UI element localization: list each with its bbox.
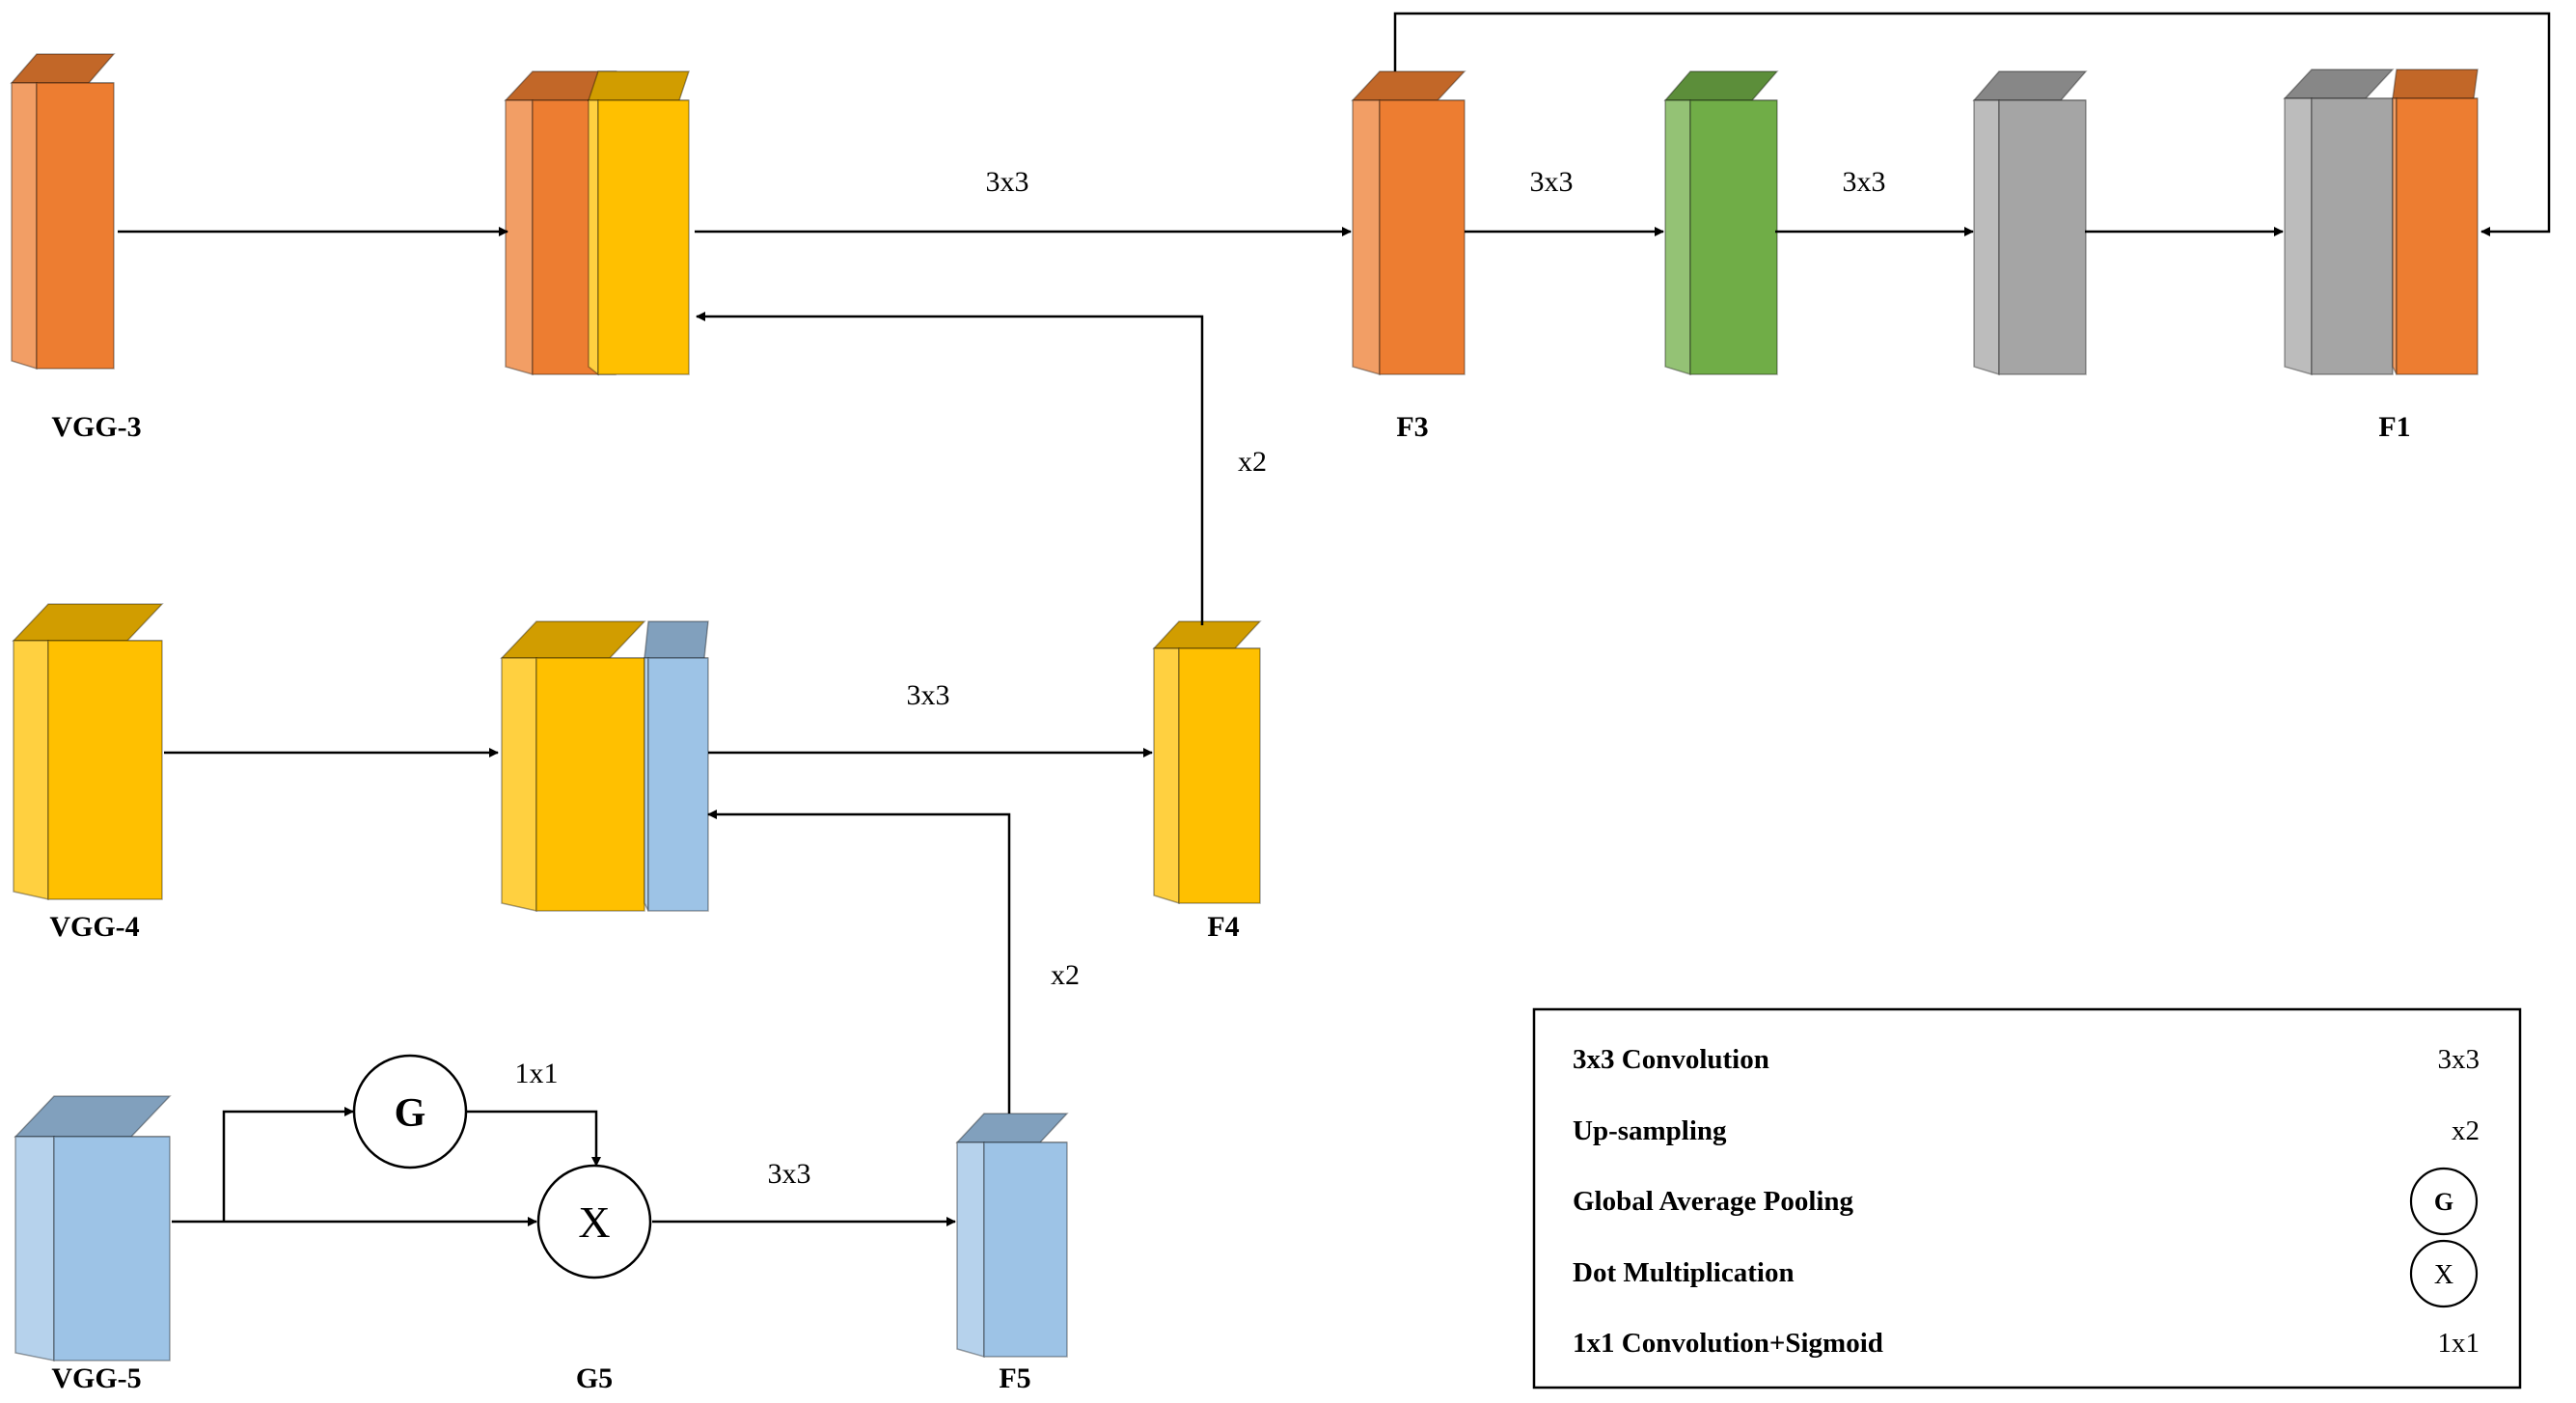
legend-item-upsampling: Up-sampling x2 (1573, 1115, 2480, 1146)
block-f4-side (1153, 647, 1180, 905)
block-vgg4-front (47, 640, 163, 900)
op-conv-mid: 3x3 (907, 679, 950, 711)
block-f3-front (1379, 99, 1466, 375)
block-gray-top (1972, 70, 2088, 101)
block-green-front (1689, 99, 1778, 375)
legend-label: Global Average Pooling (1573, 1186, 1854, 1217)
arrow-upsample-f5-to-concat4 (707, 810, 1011, 1114)
block-f5-side (956, 1142, 985, 1358)
legend-symbol-gap: G (2434, 1188, 2453, 1216)
block-green-side (1664, 99, 1691, 376)
block-concat4-yellow-top (500, 620, 646, 659)
legend-item-conv1x1: 1x1 Convolution+Sigmoid 1x1 (1573, 1328, 2480, 1359)
block-vgg4-side (13, 640, 49, 900)
legend-label: Dot Multiplication (1573, 1257, 1795, 1288)
legend-mul-icon (2409, 1239, 2479, 1308)
legend-label: Up-sampling (1573, 1115, 1727, 1146)
arrow-gap-to-mul (467, 1110, 601, 1167)
block-vgg5-side (14, 1136, 55, 1362)
block-f4-front (1178, 647, 1261, 904)
block-vgg3-front (36, 82, 115, 370)
block-concat4-blue-front (647, 657, 709, 912)
block-f3-top (1351, 70, 1466, 101)
gap-circle (352, 1054, 468, 1169)
block-vgg3-side (11, 82, 38, 371)
legend-item-gap: Global Average Pooling G (1573, 1167, 2479, 1236)
block-f5-top (955, 1113, 1069, 1143)
arrow-upsample-f4-to-concat3 (696, 312, 1204, 625)
op-conv-top-main: 3x3 (986, 166, 1029, 198)
block-gray-side (1973, 99, 2000, 376)
block-concat4-blue-top (644, 620, 709, 659)
legend-label: 3x3 Convolution (1573, 1044, 1769, 1075)
op-conv-f3-green: 3x3 (1530, 166, 1574, 198)
label-vgg5: VGG-5 (51, 1362, 141, 1394)
block-concat3-yellow-side (588, 99, 599, 376)
label-g5: G5 (576, 1362, 613, 1394)
legend-symbol-mul: X (2434, 1260, 2453, 1290)
feature-blocks (10, 53, 2479, 1362)
block-gray-front (1998, 99, 2087, 375)
block-concat3-yellow-top (587, 70, 691, 101)
block-concat3-orange-side (505, 99, 534, 375)
block-concat3-yellow-front (597, 99, 690, 375)
block-f1-orange-front (2396, 97, 2479, 375)
label-vgg3: VGG-3 (51, 411, 141, 443)
block-vgg5-front (53, 1136, 171, 1362)
label-f3: F3 (1396, 411, 1428, 443)
legend-item-dot-multiplication: Dot Multiplication X (1573, 1239, 2479, 1308)
mul-circle (536, 1164, 652, 1279)
legend-label: 1x1 Convolution+Sigmoid (1573, 1328, 1883, 1359)
arrow-vgg5-to-gap (222, 1107, 354, 1222)
gap-node: G (352, 1054, 468, 1169)
operation-labels: 3x3 3x3 3x3 x2 3x3 x2 1x1 3x3 (515, 166, 1886, 1190)
label-vgg4: VGG-4 (49, 911, 139, 943)
block-green-top (1663, 70, 1779, 101)
legend-item-conv3x3: 3x3 Convolution 3x3 (1573, 1044, 2480, 1075)
block-f3-side (1352, 99, 1381, 375)
op-conv1x1: 1x1 (515, 1058, 559, 1089)
label-f5: F5 (999, 1362, 1030, 1394)
label-f4: F4 (1207, 911, 1239, 943)
op-conv-green-gray: 3x3 (1843, 166, 1886, 198)
block-concat4-yellow-front (535, 657, 645, 912)
connections (118, 12, 2551, 1226)
legend-gap-icon (2409, 1167, 2479, 1236)
node-labels: VGG-3 F3 F1 VGG-4 F4 VGG-5 G5 F5 (49, 411, 2410, 1394)
block-f1-gray-top (2283, 69, 2395, 99)
block-vgg3-top (10, 53, 116, 84)
legend-symbol-conv1x1: 1x1 (2438, 1328, 2480, 1359)
arrow-skip-f3-to-f1 (1393, 12, 2551, 236)
legend: 3x3 Convolution 3x3 Up-sampling x2 Globa… (1532, 1007, 2522, 1389)
legend-symbol-upsampling: x2 (2452, 1115, 2480, 1146)
block-f4-top (1152, 620, 1262, 649)
op-conv-bottom: 3x3 (768, 1158, 811, 1190)
block-f1-gray-side (2284, 97, 2313, 375)
block-f5-front (983, 1142, 1068, 1358)
legend-box (1532, 1007, 2522, 1389)
block-concat4-yellow-side (501, 657, 537, 912)
block-f1-gray-front (2311, 97, 2394, 375)
legend-symbol-conv3x3: 3x3 (2438, 1044, 2480, 1075)
op-upsample-mid: x2 (1051, 959, 1080, 991)
mul-symbol: X (578, 1197, 610, 1247)
gap-symbol: G (395, 1091, 426, 1136)
op-upsample-top: x2 (1238, 446, 1267, 478)
block-f1-orange-top (2392, 69, 2479, 99)
mul-node: X (536, 1164, 652, 1279)
block-vgg5-top (14, 1095, 172, 1138)
block-vgg4-top (12, 603, 164, 642)
label-f1: F1 (2378, 411, 2410, 443)
